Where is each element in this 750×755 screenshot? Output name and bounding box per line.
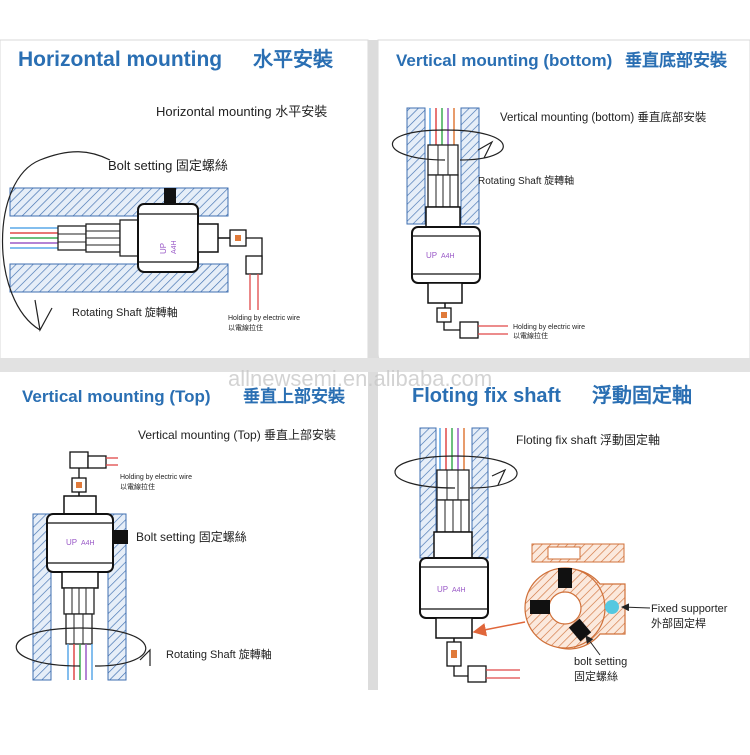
vbottom-model-label: A4H	[441, 253, 455, 260]
panel-vbottom-title-cn: 垂直底部安裝	[625, 50, 728, 70]
vbottom-rotation-arrow	[391, 129, 504, 161]
floating-bolt-top	[558, 568, 572, 588]
floating-bolt-en: bolt setting	[574, 656, 627, 668]
horizontal-model-label: A4H	[171, 240, 178, 254]
horizontal-holding-cn: 以電線拉住	[228, 323, 263, 332]
watermark: allnewsemi.en.alibaba.com	[228, 366, 492, 391]
panel-vertical-top: Vertical mounting (Top) 垂直上部安裝 Vertical …	[15, 386, 346, 681]
floating-arrow	[472, 621, 526, 637]
horizontal-wires	[10, 227, 60, 249]
vbottom-up-label: UP	[426, 251, 437, 260]
vbottom-shaft-label: Rotating Shaft 旋轉軸	[478, 174, 574, 187]
horizontal-connector-a	[57, 225, 87, 251]
vbottom-housing-right	[460, 107, 480, 225]
vtop-shaft-label: Rotating Shaft 旋轉軸	[166, 647, 272, 661]
vtop-holding-en: Holding by electric wire	[120, 474, 192, 481]
vbottom-wires	[429, 108, 455, 145]
vtop-holding-cn: 以電線拉住	[120, 482, 155, 491]
vtop-model-label: A4H	[81, 540, 95, 547]
floating-fixed-cn: 外部固定桿	[651, 616, 706, 630]
panel-floating-title-cn: 浮動固定軸	[592, 383, 692, 407]
vbottom-housing-left	[406, 107, 426, 225]
vbottom-holding-en: Holding by electric wire	[513, 324, 585, 331]
panel-vbottom-subtitle: Vertical mounting (bottom) 垂直底部安裝	[500, 110, 707, 124]
horizontal-holding-en: Holding by electric wire	[228, 315, 300, 322]
panel-horizontal-bolt-label: Bolt setting 固定螺絲	[108, 158, 228, 173]
floating-fixed-ring	[524, 567, 626, 650]
panel-vtop-title-en: Vertical mounting (Top)	[22, 387, 211, 406]
vtop-bolt-label: Bolt setting 固定螺絲	[136, 529, 247, 544]
floating-bolt-left	[530, 600, 550, 614]
panel-floating-title-en: Floting fix shaft	[412, 385, 561, 407]
panel-floating-subtitle: Floting fix shaft 浮動固定軸	[516, 432, 660, 447]
panel-vertical-bottom: Vertical mounting (bottom) 垂直底部安裝 Vertic…	[391, 50, 728, 340]
horizontal-shaft-label: Rotating Shaft 旋轉軸	[72, 305, 178, 319]
floating-rotation-arrow	[394, 455, 518, 489]
floating-up-label: UP	[437, 585, 448, 594]
horizontal-up-label: UP	[159, 243, 168, 254]
floating-housing-right	[471, 427, 489, 559]
horizontal-rotation-arrow	[1, 151, 111, 331]
floating-fixed-dot	[605, 600, 619, 614]
vtop-wires	[67, 644, 93, 680]
vtop-up-label: UP	[66, 538, 77, 547]
floating-fixed-en: Fixed supporter	[651, 603, 728, 615]
panel-horizontal-subtitle: Horizontal mounting 水平安裝	[156, 104, 327, 119]
horizontal-rotor	[197, 223, 219, 253]
floating-wires	[439, 428, 465, 470]
vtop-rotation-arrow	[15, 627, 147, 667]
panel-vtop-subtitle: Vertical mounting (Top) 垂直上部安裝	[138, 427, 336, 442]
panel-horizontal: Horizontal mounting 水平安裝 Horizontal moun…	[1, 47, 334, 332]
panel-vtop-title-cn: 垂直上部安裝	[243, 386, 346, 406]
panel-floating: Floting fix shaft 浮動固定軸 Floting fix shaf…	[394, 383, 728, 683]
panel-horizontal-title-cn: 水平安裝	[253, 47, 334, 71]
panel-horizontal-title-en: Horizontal mounting	[18, 48, 222, 71]
vbottom-holding-cn: 以電線拉住	[513, 331, 548, 340]
panel-vbottom-title-en: Vertical mounting (bottom)	[396, 51, 612, 70]
floating-model-label: A4H	[452, 587, 466, 594]
floating-bolt-cn: 固定螺絲	[574, 669, 618, 683]
